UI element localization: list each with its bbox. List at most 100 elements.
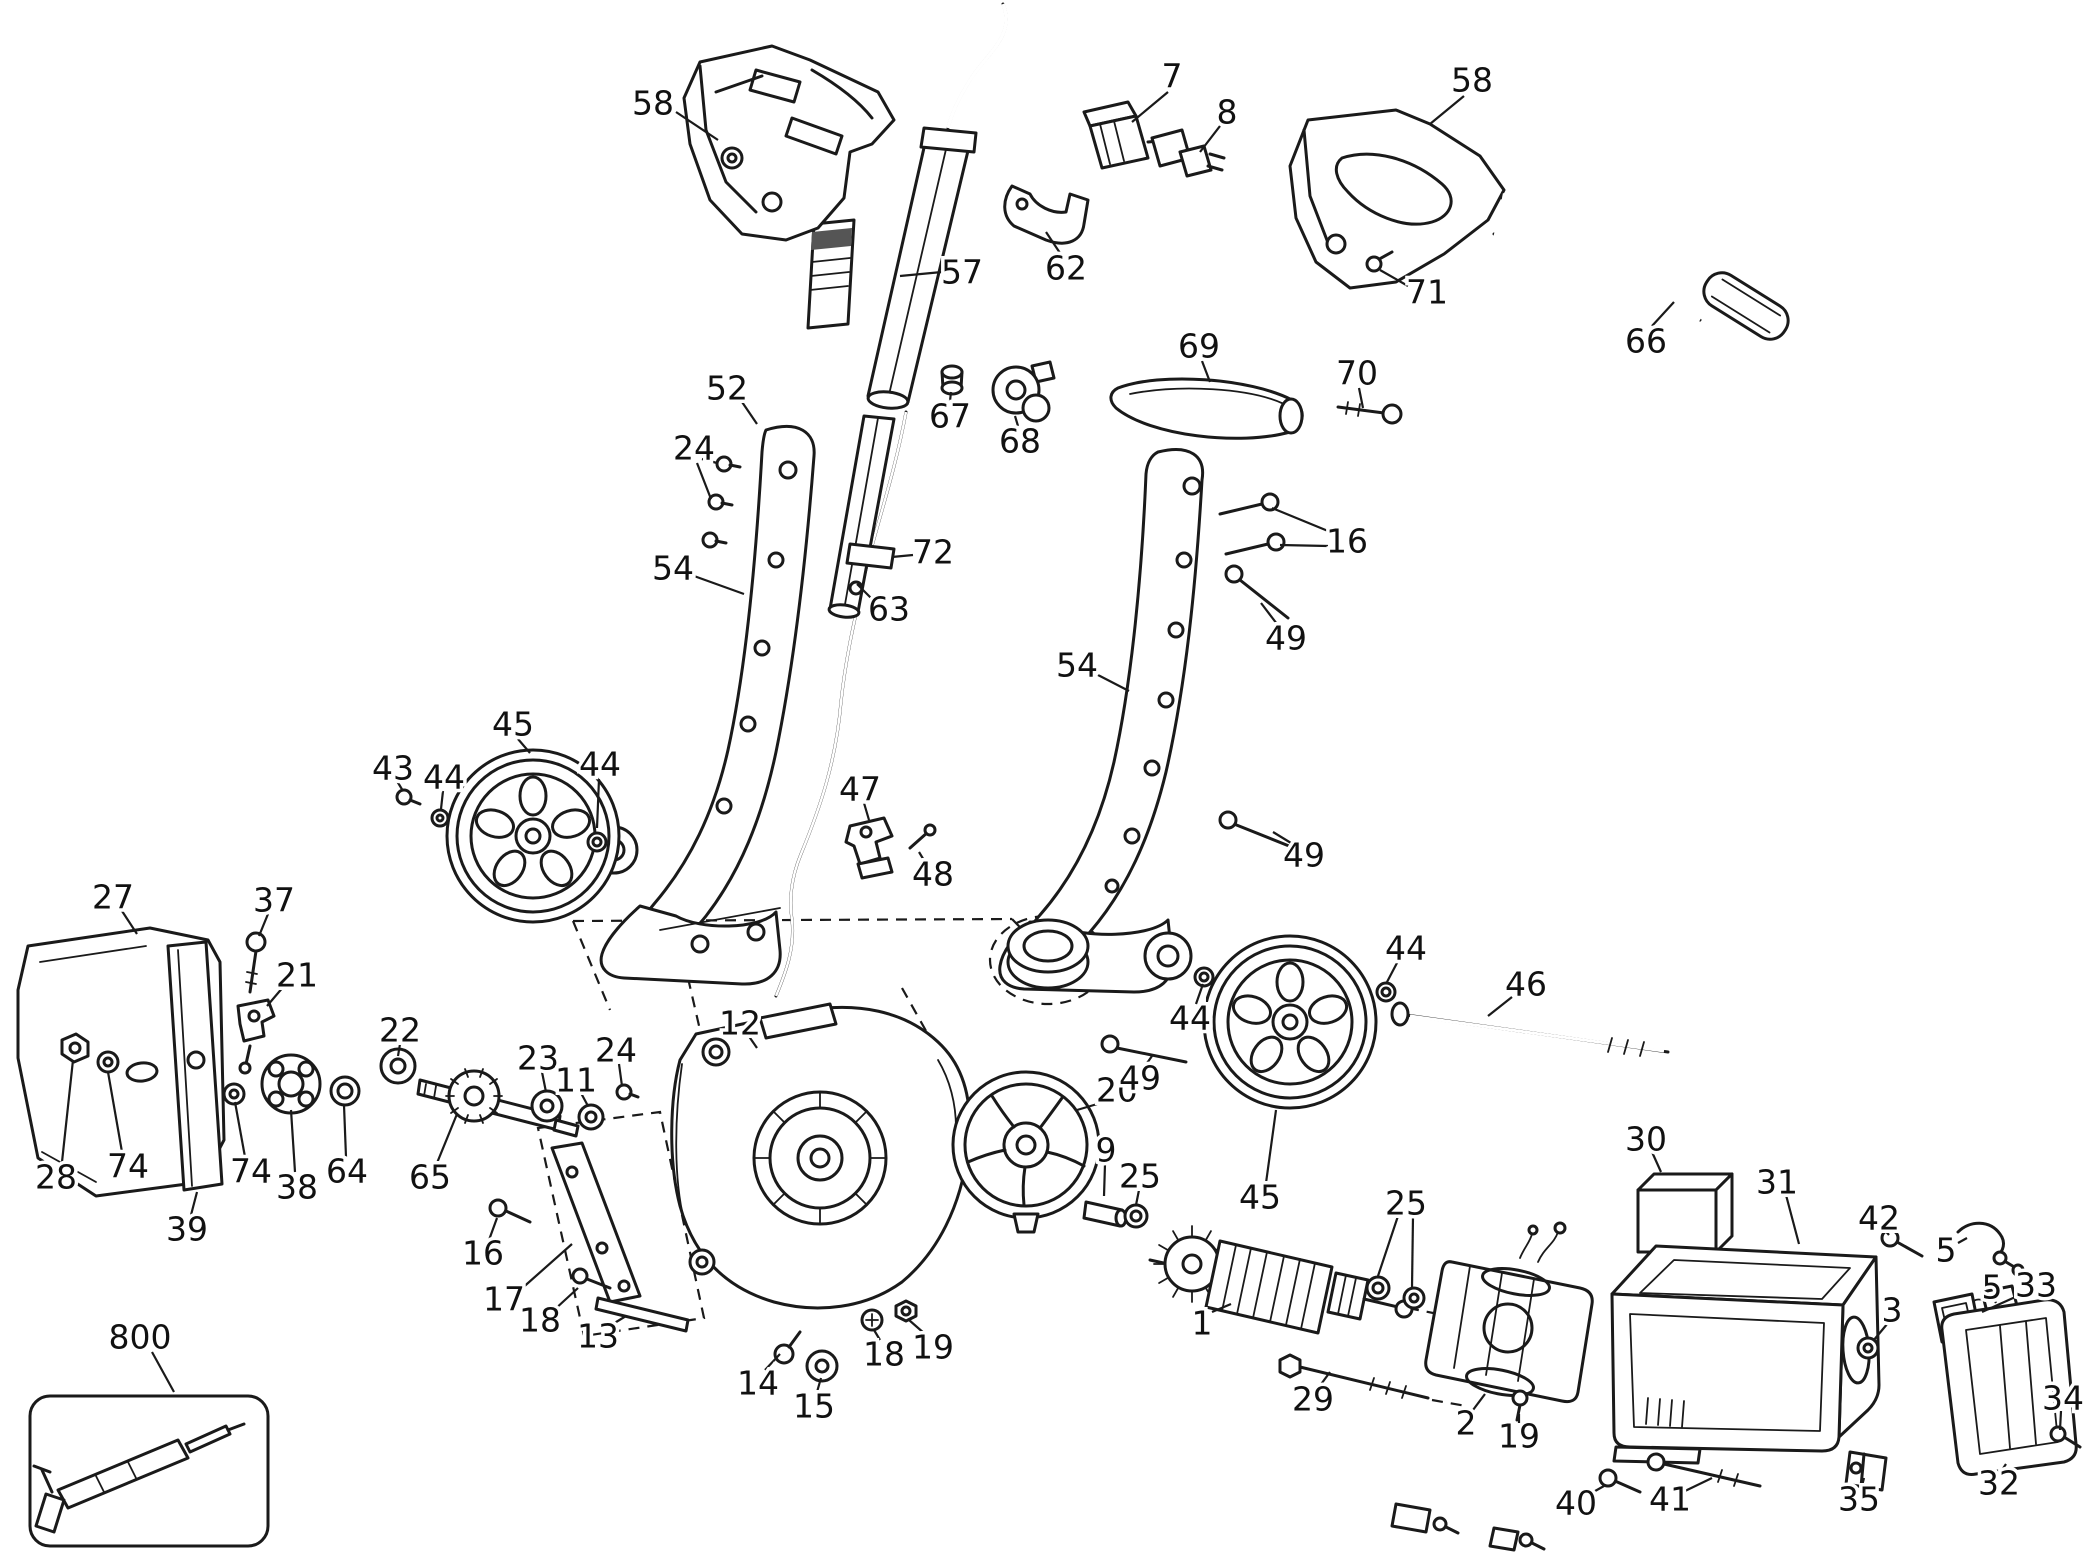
callout-45: 45: [492, 705, 534, 744]
leader-line-14: [764, 1353, 781, 1371]
leader-line-54: [693, 574, 745, 596]
part-19-screw-b: [1511, 1389, 1529, 1422]
part-44-washers: [430, 808, 1397, 1003]
callout-54: 54: [652, 549, 694, 588]
leader-line-25: [1376, 1215, 1400, 1277]
callout-58: 58: [632, 84, 674, 123]
leader-line-45: [1264, 1109, 1278, 1184]
part-48-pin: [908, 823, 937, 850]
part-2-field: [1424, 1221, 1594, 1404]
part-15-grommet: [805, 1349, 839, 1383]
callout-41: 41: [1649, 1480, 1691, 1519]
callout-47: 47: [839, 770, 881, 809]
callout-62: 62: [1045, 249, 1087, 288]
leader-line-57: [899, 270, 943, 278]
leader-line-72: [891, 553, 914, 559]
leader-line-67: [948, 391, 953, 402]
callout-34: 34: [2042, 1379, 2084, 1418]
leader-line-34: [2058, 1410, 2063, 1431]
part-14-screw: [773, 1343, 795, 1365]
callout-24: 24: [673, 429, 715, 468]
callout-44: 44: [1385, 929, 1427, 968]
callout-54: 54: [1056, 646, 1098, 685]
part-70-screw: [1336, 401, 1403, 425]
leader-line-44: [439, 790, 445, 810]
callout-5: 5: [1982, 1268, 2003, 1307]
callout-49: 49: [1119, 1059, 1161, 1098]
part-35-bracket: [1844, 1450, 1888, 1492]
callout-18: 18: [863, 1335, 905, 1374]
callout-67: 67: [929, 397, 971, 436]
callout-49: 49: [1283, 836, 1325, 875]
part-25-washers-b: [1365, 1275, 1426, 1310]
leader-line-28: [60, 1059, 75, 1163]
leader-line-22: [396, 1043, 402, 1057]
callout-74: 74: [107, 1147, 149, 1186]
leader-line-44: [1386, 960, 1399, 983]
callout-21: 21: [276, 956, 318, 995]
part-65-gear-shaft: [416, 1068, 580, 1138]
leader-line-64: [342, 1104, 348, 1158]
part-1-armature: [1148, 1225, 1414, 1335]
callout-17: 17: [483, 1280, 525, 1319]
leader-line-16: [487, 1217, 499, 1241]
leader-line-13: [607, 1315, 627, 1328]
callout-31: 31: [1756, 1163, 1798, 1202]
callout-37: 37: [253, 881, 295, 920]
part-45-wheel-right: [1202, 934, 1378, 1110]
part-68-cord-guard: [991, 360, 1056, 423]
callout-13: 13: [577, 1317, 619, 1356]
leader-line-800: [151, 1351, 175, 1393]
part-23-washer: [530, 1089, 564, 1123]
callout-23: 23: [517, 1039, 559, 1078]
callout-32: 32: [1978, 1464, 2020, 1503]
callout-35: 35: [1838, 1480, 1880, 1519]
callout-16: 16: [1326, 522, 1368, 561]
leader-line-21: [266, 985, 285, 1007]
leader-line-71: [1379, 269, 1409, 287]
callout-7: 7: [1162, 57, 1183, 96]
callout-30: 30: [1625, 1120, 1667, 1159]
leader-line-45: [517, 738, 531, 754]
leader-line-16: [1279, 543, 1329, 548]
callout-43: 43: [372, 749, 414, 788]
leader-line-68: [1013, 415, 1020, 427]
leader-line-33: [1981, 1292, 2023, 1314]
callout-70: 70: [1336, 354, 1378, 393]
leader-line-5: [1957, 1237, 1968, 1244]
part-74-washers: [96, 1050, 246, 1106]
part-31-motor-housing: [1610, 1244, 1881, 1465]
inset-800-box: [28, 1394, 270, 1548]
leader-line-30: [1650, 1151, 1663, 1173]
part-16-screw-left: [488, 1198, 532, 1224]
leader-line-24: [701, 457, 718, 465]
leader-line-49: [1260, 602, 1278, 625]
callout-8: 8: [1217, 93, 1238, 132]
part-21-clamp: [236, 998, 276, 1075]
leader-line-52: [739, 398, 758, 425]
part-41-screw: [1646, 1452, 1762, 1488]
part-40-screw: [1598, 1468, 1642, 1494]
part-58-motor-housing-right: [1288, 108, 1506, 290]
wheel-hub-right: [1143, 931, 1193, 981]
leader-line-23: [540, 1071, 548, 1093]
callout-1: 1: [1192, 1304, 1213, 1343]
part-20-fan-baffle: [951, 1070, 1101, 1234]
callout-42: 42: [1858, 1199, 1900, 1238]
callout-39: 39: [166, 1210, 208, 1249]
leader-line-35: [1860, 1477, 1866, 1487]
leader-line-54: [1097, 674, 1130, 692]
leader-line-20: [1076, 1100, 1105, 1112]
part-39-blade: [166, 940, 224, 1192]
leader-line-70: [1357, 387, 1365, 409]
part-67-spacer: [940, 364, 964, 396]
leader-line-32: [2001, 1463, 2007, 1471]
callout-800: 800: [109, 1318, 172, 1357]
part-38-flange: [260, 1053, 322, 1115]
leader-line-9: [1102, 1163, 1107, 1197]
part-18-screw-a: [571, 1267, 589, 1285]
leader-line-65: [435, 1113, 459, 1164]
callout-14: 14: [737, 1364, 779, 1403]
leader-line-15: [815, 1377, 823, 1393]
part-32-end-cap: [1940, 1298, 2078, 1476]
